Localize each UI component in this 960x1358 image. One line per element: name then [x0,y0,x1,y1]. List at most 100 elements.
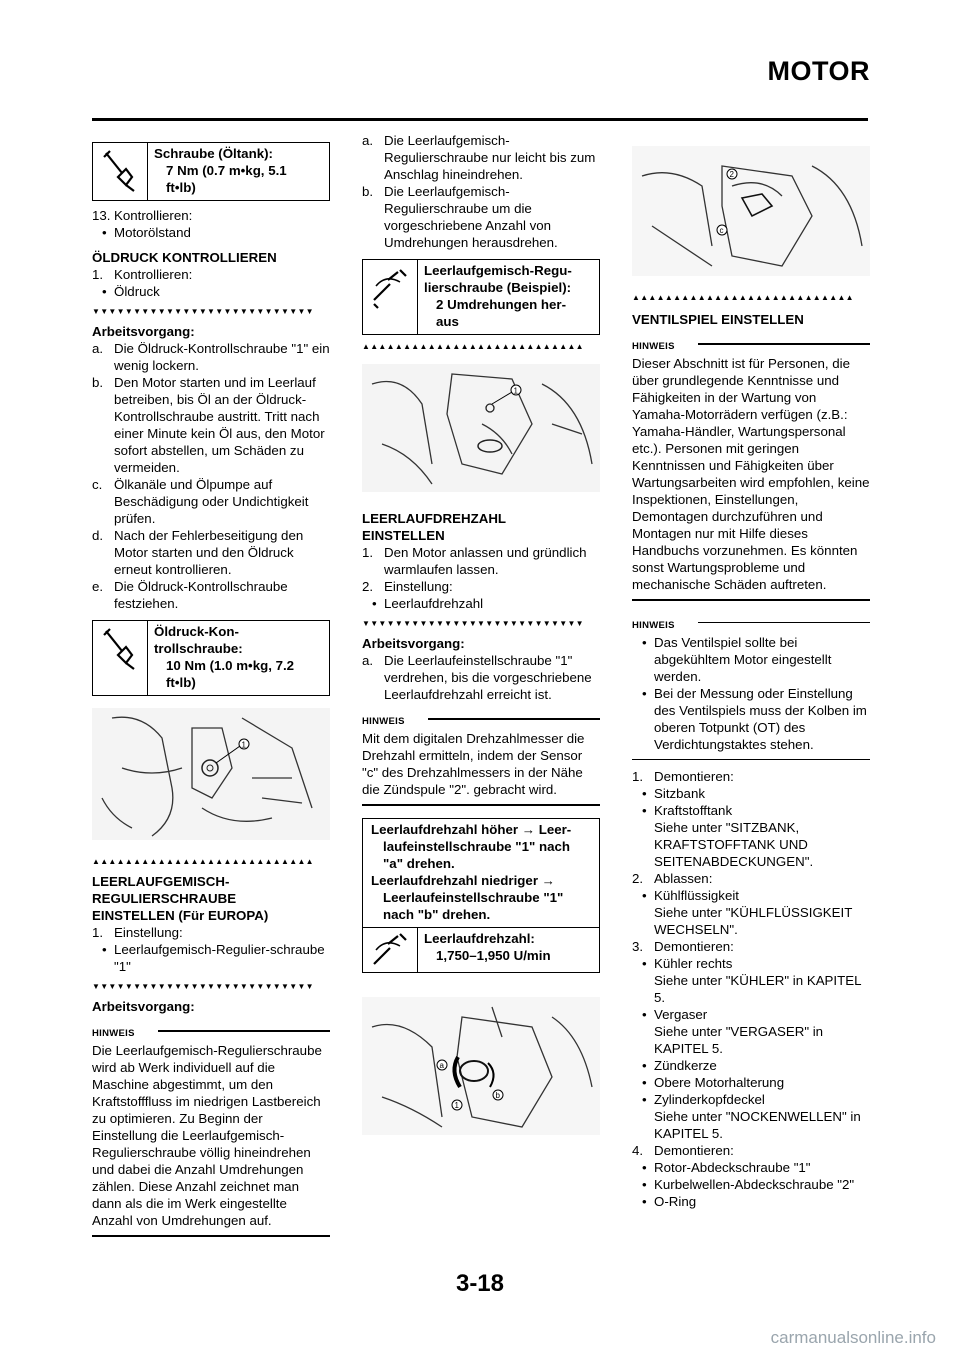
arrow-divider-up: ▲▲▲▲▲▲▲▲▲▲▲▲▲▲▲▲▲▲▲▲▲▲▲▲▲▲▲ [632,293,854,302]
spec-value: ft•lb) [166,675,196,690]
callout-label: 1 [514,387,519,396]
torque-wrench-icon [93,621,148,695]
reference-text: Siehe unter "KÜHLER" in KAPITEL 5. [654,973,862,1005]
arrow-divider-down: ▼▼▼▼▼▼▼▼▼▼▼▼▼▼▼▼▼▼▼▼▼▼▼▼▼▼▼ [92,307,314,316]
hinweis-text: Die Leerlaufgemisch-Regulierschraube wir… [92,1043,322,1228]
reference-text: Siehe unter "NOCKENWELLEN" in KAPITEL 5. [654,1109,861,1141]
step-b: b.Die Leerlaufgemisch-Regulierschraube u… [362,184,558,250]
bullet-zylinderkopfdeckel: Zylinderkopfdeckel [632,1091,870,1108]
arrow-divider-up: ▲▲▲▲▲▲▲▲▲▲▲▲▲▲▲▲▲▲▲▲▲▲▲▲▲▲▲ [92,857,314,866]
hinweis-header: HINWEIS [362,711,600,730]
hinweis-bullet: Das Ventilspiel sollte bei abgekühltem M… [632,634,870,685]
bullet-motorhalterung: Obere Motorhalterung [632,1074,870,1091]
screwdriver-adjust-icon [363,260,418,334]
bullet-kurbelwellen-abdeckschraube: Kurbelwellen-Abdeckschraube "2" [632,1176,870,1193]
heading-ventilspiel: VENTILSPIEL EINSTELLEN [632,312,804,327]
hinweis-end-rule [362,804,600,806]
box-line: Leerlaufeinstellschraube "1" [383,889,564,905]
spec-value: 7 Nm (0.7 m•kg, 5.1 [166,163,287,178]
torque-wrench-icon [93,143,148,200]
box-line: laufeinstellschraube "1" nach [383,838,571,854]
bullet-rotor-abdeckschraube: Rotor-Abdeckschraube "1" [632,1159,870,1176]
step-2: 2.Ablassen: [632,871,713,886]
hinweis-header: HINWEIS [632,615,870,634]
callout-label: c [720,226,724,235]
callout-label: 1 [455,1101,460,1110]
step-c: c.Ölkanäle und Ölpumpe auf Beschädigung … [92,477,309,526]
column-2: a.Die Leerlaufgemisch-Regulierschraube n… [362,132,600,1145]
header-rule [92,118,868,121]
bullet-oeldruck: Öldruck [92,283,330,300]
reference-text: Siehe unter "VERGASER" in KAPITEL 5. [654,1024,824,1056]
step-1-einstellung: 1.Einstellung: [92,925,183,940]
ignition-coil-photo: 2 c [632,146,870,276]
reference-text: Siehe unter "SITZBANK, KRAFTSTOFFTANK UN… [654,820,814,869]
step-2: 2.Einstellung: [362,579,453,594]
spec-label: Leerlaufdrehzahl: [424,930,535,946]
step-a: a.Die Leerlaufgemisch-Regulierschraube n… [362,133,596,182]
heading-oeldruck: ÖLDRUCK KONTROLLIEREN [92,250,277,265]
screwdriver-adjust-icon [363,927,418,972]
bullet-vergaser: Vergaser [632,1006,870,1023]
spec-box-oeldruck-schraube: Öldruck-Kon- trollschraube: 10 Nm (1.0 m… [92,620,330,696]
arrow-divider-up: ▲▲▲▲▲▲▲▲▲▲▲▲▲▲▲▲▲▲▲▲▲▲▲▲▲▲▲ [362,342,584,351]
step-e: e.Die Öldruck-Kontrollschraube festziehe… [92,579,288,611]
spec-value: 10 Nm (1.0 m•kg, 7.2 [166,658,295,673]
page-header-title: MOTOR [767,56,870,86]
spec-label: Leerlaufgemisch-Regu- [424,263,572,278]
box-line: Leerlaufdrehzahl höher → Leer- [371,821,572,837]
step-1: 1.Demontieren: [632,769,734,784]
spec-label: lierschraube (Beispiel): [424,280,572,295]
bullet-o-ring: O-Ring [632,1193,870,1210]
step-d: d.Nach der Fehlerbeseitigung den Motor s… [92,528,304,577]
reference-text: Siehe unter "KÜHLFLÜSSIGKEIT WECHSELN". [654,905,853,937]
hinweis-bullet: Bei der Messung oder Einstellung des Ven… [632,685,870,753]
callout-label: b [496,1091,501,1100]
bullet-regulierschraube: Leerlaufgemisch-Regulier-schraube "1" [92,941,330,975]
bullet-kuehlfluessigkeit: Kühlflüssigkeit [632,887,870,904]
step-3: 3.Demontieren: [632,939,734,954]
hinweis-end-rule [632,758,870,760]
hinweis-header: HINWEIS [632,336,870,355]
spec-value: 1,750–1,950 U/min [436,947,551,963]
step-a: a.Die Öldruck-Kontrollschraube "1" ein w… [92,341,330,373]
bullet-zuendkerze: Zündkerze [632,1057,870,1074]
bullet-kuehler: Kühler rechts [632,955,870,972]
bullet-motoroelstand: Motorölstand [92,224,330,241]
step-13: 13.Kontrollieren: [92,208,193,223]
spec-label: Schraube (Öltank): [154,146,273,161]
spec-label: trollschraube: [154,641,243,656]
info-box-drehrichtung: Leerlaufdrehzahl höher → Leer- laufeinst… [362,817,600,928]
watermark: carmanualsonline.info [770,1328,936,1347]
hinweis-end-rule [632,599,870,601]
arrow-divider-down: ▼▼▼▼▼▼▼▼▼▼▼▼▼▼▼▼▼▼▼▼▼▼▼▼▼▼▼ [362,619,584,628]
arrow-divider-down: ▼▼▼▼▼▼▼▼▼▼▼▼▼▼▼▼▼▼▼▼▼▼▼▼▼▼▼ [92,982,314,991]
column-1: Schraube (Öltank): 7 Nm (0.7 m•kg, 5.1 f… [92,132,330,1245]
spec-box-leerlaufdrehzahl: Leerlaufdrehzahl: 1,750–1,950 U/min [362,926,600,973]
page-number: 3-18 [455,1270,505,1297]
arbeitsvorgang-label: Arbeitsvorgang: [362,636,465,651]
arbeitsvorgang-label: Arbeitsvorgang: [92,324,195,339]
bullet-kraftstofftank: Kraftstofftank [632,802,870,819]
box-line: nach "b" drehen. [383,906,491,922]
bullet-leerlaufdrehzahl: Leerlaufdrehzahl [362,595,600,612]
engine-photo-oeldruck: 1 [92,708,330,840]
bullet-sitzbank: Sitzbank [632,785,870,802]
spec-label: Öldruck-Kon- [154,624,239,639]
idle-screw-photo: a b 1 [362,996,600,1135]
step-b: b.Den Motor starten und im Leerlauf betr… [92,375,325,475]
spec-box-regulierschraube: Leerlaufgemisch-Regu- lierschraube (Beis… [362,259,600,335]
hinweis-text: Dieser Abschnitt ist für Personen, die ü… [632,356,870,592]
callout-label: 1 [242,741,247,750]
box-line: Leerlaufdrehzahl niedriger → [371,872,555,888]
callout-label: a [440,1061,445,1070]
hinweis-header: HINWEIS [92,1023,330,1042]
step-a: a.Die Leerlaufeinstellschraube "1" verdr… [362,653,592,702]
spec-value: aus [436,314,459,329]
step-1: 1.Kontrollieren: [92,267,193,282]
spec-box-oeltank: Schraube (Öltank): 7 Nm (0.7 m•kg, 5.1 f… [92,142,330,201]
hinweis-end-rule [92,1235,330,1237]
column-3: 2 c ▲▲▲▲▲▲▲▲▲▲▲▲▲▲▲▲▲▲▲▲▲▲▲▲▲▲▲ VENTILSP… [632,132,870,1210]
